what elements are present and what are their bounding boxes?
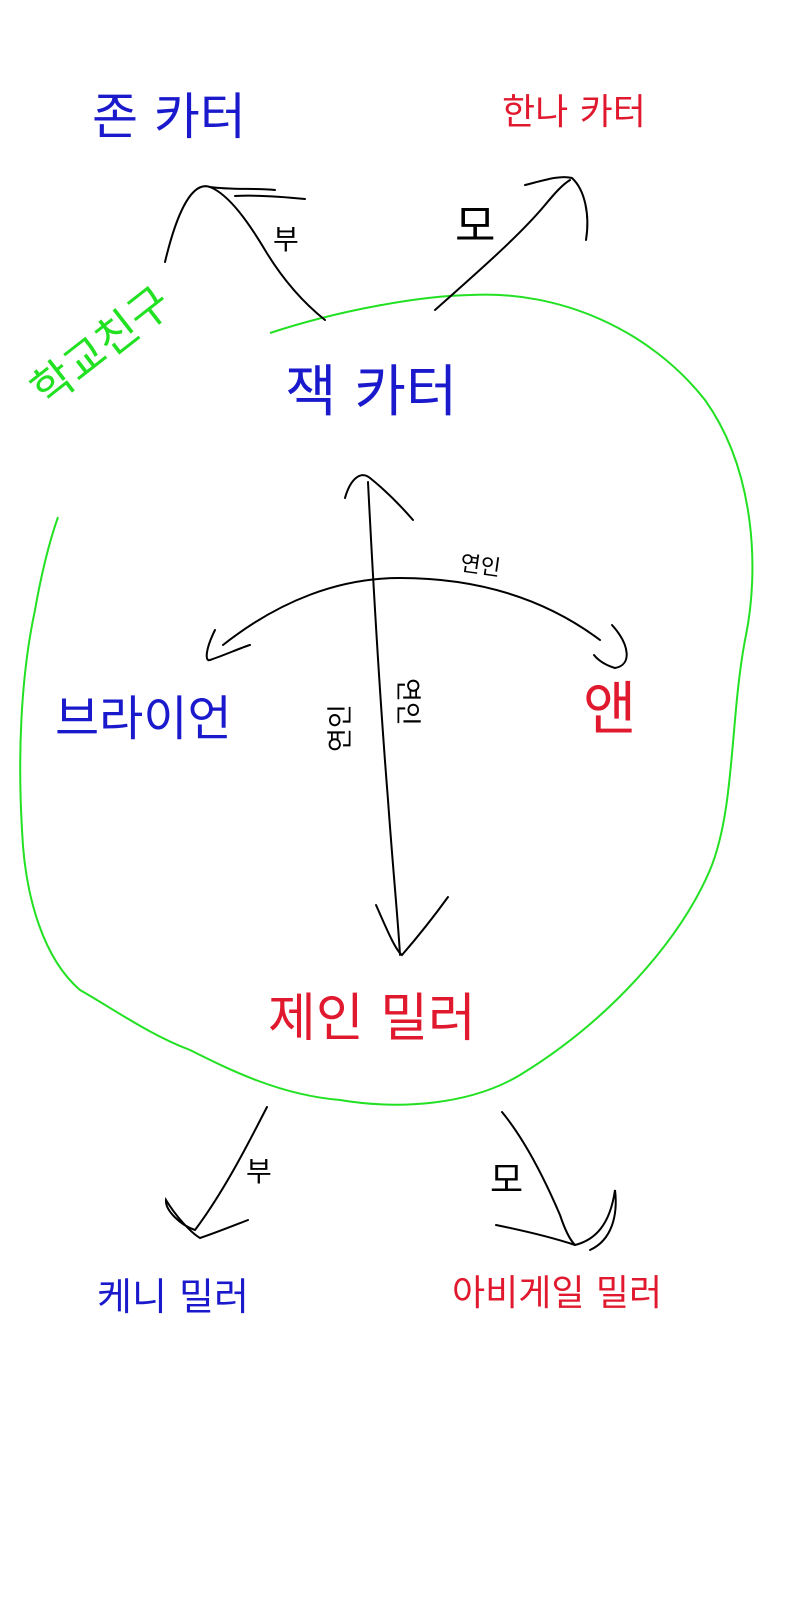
relation-father-bottom: 부 xyxy=(246,1155,272,1188)
school-friends-boundary xyxy=(19,293,754,1106)
father-line-top-arrow xyxy=(209,186,306,200)
lovers-arc-line xyxy=(222,576,601,646)
relation-mother-bottom: 모 xyxy=(490,1160,524,1201)
relation-lovers-left: 연인 xyxy=(326,704,356,752)
relation-lovers-right: 연인 xyxy=(392,678,422,726)
lovers-vertical-arrowhead-bottom xyxy=(375,896,449,957)
relation-father-top: 부 xyxy=(273,223,299,256)
lovers-arc-arrowhead-left xyxy=(205,629,251,662)
lovers-arc-arrowhead-right xyxy=(593,624,628,670)
person-john-carter: 존 카터 xyxy=(92,88,246,146)
relation-lovers-arc: 연인 xyxy=(458,551,503,582)
mother-line-bottom xyxy=(495,1111,576,1246)
person-abigail-miller: 아비게일 밀러 xyxy=(452,1273,663,1314)
person-ann: 앤 xyxy=(583,675,637,743)
relation-mother-top: 모 xyxy=(455,201,496,252)
father-line-top xyxy=(164,185,326,321)
person-kenny-miller: 케니 밀러 xyxy=(97,1275,249,1319)
lovers-vertical-arrowhead-top xyxy=(344,474,414,521)
person-hannah-carter: 한나 카터 xyxy=(502,92,646,133)
lovers-vertical-line xyxy=(367,481,401,956)
mother-arrowhead-top xyxy=(524,176,589,241)
person-jane-miller: 제인 밀러 xyxy=(268,989,476,1049)
mother-line-top xyxy=(434,179,571,311)
person-jack-carter: 잭 카터 xyxy=(285,360,458,425)
father-line-bottom xyxy=(165,1106,268,1240)
person-brian: 브라이언 xyxy=(55,691,232,747)
mother-arrowhead-bottom xyxy=(574,1189,617,1251)
